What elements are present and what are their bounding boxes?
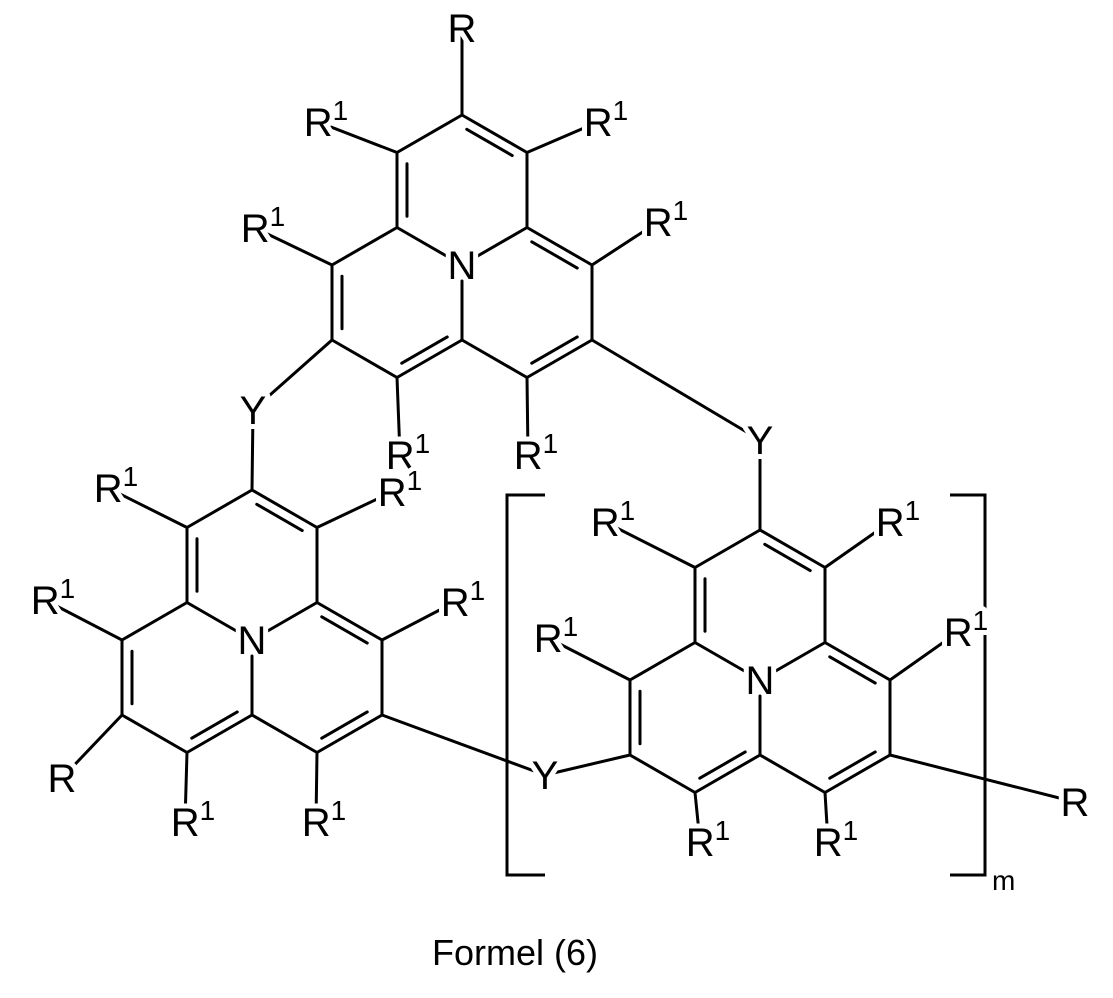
ring-bond (252, 715, 317, 753)
double-bond-line (765, 544, 811, 570)
ring-bond (187, 603, 238, 633)
double-bond-line (700, 752, 746, 778)
substituent-r1-label: R1 (441, 575, 485, 625)
double-bond-line (467, 129, 513, 155)
double-bond-line (322, 617, 368, 643)
double-bond-line (192, 712, 238, 738)
double-bond-line (532, 337, 578, 363)
double-bond-line (322, 712, 368, 738)
substituent-r1-label: R1 (944, 605, 988, 655)
substituent-r1-label: R1 (584, 95, 628, 145)
ring-bond (695, 530, 760, 568)
ring-bond (695, 643, 746, 673)
substituent-bond (890, 755, 1075, 802)
ring-bond (760, 755, 825, 793)
linker-y-label: Y (532, 754, 559, 798)
substituent-r1-label: R1 (171, 795, 215, 845)
substituent-r1-label: R1 (644, 195, 688, 245)
substituent-r1-label: R1 (686, 815, 730, 865)
ring-bond (122, 715, 187, 753)
nitrogen-atom-label: N (238, 619, 267, 663)
substituent-r1-label: R1 (302, 795, 346, 845)
ring-bond (122, 603, 187, 641)
double-bond-line (532, 242, 578, 268)
ring-bond (462, 340, 527, 378)
substituent-r1-label: R1 (378, 465, 422, 515)
nitrogen-atom-label: N (448, 244, 477, 288)
linker-y-label: Y (240, 389, 267, 433)
ring-bond (187, 490, 252, 528)
double-bond-line (257, 504, 303, 530)
substituent-bond (382, 715, 545, 775)
substituent-r1-label: R1 (304, 95, 348, 145)
ring-bond (630, 755, 695, 793)
ring-bond (630, 643, 695, 681)
substituent-r1-label: R1 (31, 573, 75, 623)
ring-bond (332, 228, 397, 266)
ring-bond (476, 228, 527, 258)
substituent-r1-label: R1 (876, 495, 920, 545)
substituent-r1-label: R1 (814, 815, 858, 865)
caption: Formel (6) (432, 932, 598, 973)
substituent-r1-label: R1 (514, 428, 558, 478)
substituent-r-label: R (1061, 781, 1090, 825)
nitrogen-atom-label: N (746, 659, 775, 703)
atom-labels: NNNRR1R1R1R1YR1R1YR1R1R1RR1R1R1YR1R1R1R1… (31, 7, 1090, 865)
ring-bond (774, 643, 825, 673)
double-bond-line (830, 657, 876, 683)
substituent-r1-label: R1 (241, 201, 285, 251)
double-bond-line (402, 337, 448, 363)
linker-y-label: Y (747, 419, 774, 463)
repeat-count-m: m (992, 865, 1015, 896)
substituent-r-label: R (448, 7, 477, 51)
substituent-r1-label: R1 (94, 461, 138, 511)
substituent-bond (592, 340, 760, 440)
substituent-r1-label: R1 (591, 495, 635, 545)
ring-bond (266, 603, 317, 633)
substituent-r1-label: R1 (534, 611, 578, 661)
left-bracket (507, 495, 545, 875)
double-bond-line (830, 752, 876, 778)
right-bracket (950, 495, 985, 875)
bonds (45, 28, 1075, 842)
substituent-r-label: R (48, 757, 77, 801)
ring-bond (397, 115, 462, 153)
ring-bond (332, 340, 397, 378)
ring-bond (397, 228, 448, 258)
